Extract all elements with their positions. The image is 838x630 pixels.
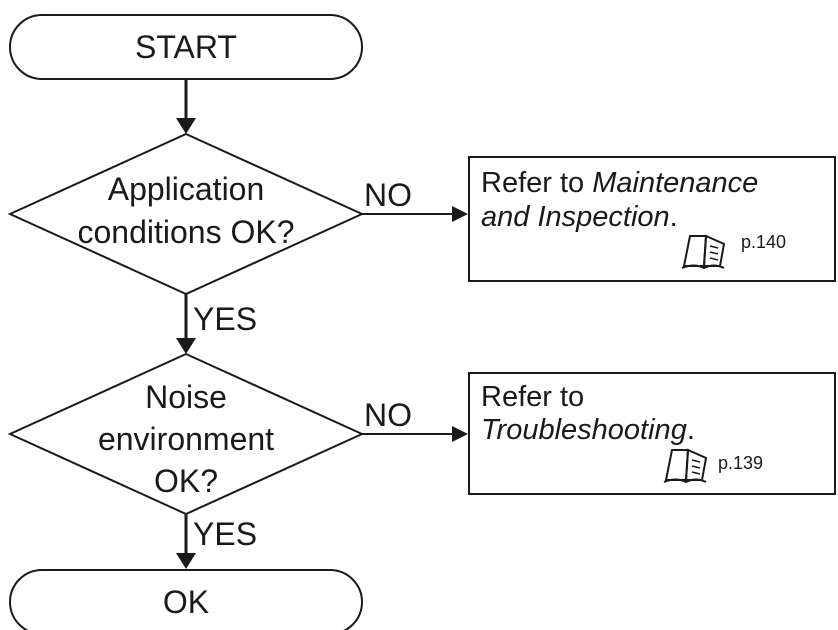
arrow-start-to-decision-1 [176, 79, 196, 134]
manual-book-icon [663, 448, 708, 484]
decision-application-conditions: Application conditions OK? [7, 132, 365, 296]
ref-1-prefix: Refer to [481, 167, 592, 199]
ref-1-line-1: Refer to Maintenance [481, 167, 758, 199]
decision-2-line-1: Noise [145, 379, 227, 415]
end-label: OK [163, 584, 209, 620]
manual-book-icon [681, 234, 726, 270]
no-label-1: NO [364, 177, 412, 213]
decision-1-line-1: Application [108, 171, 265, 207]
ref-1-line-2: and Inspection. [481, 201, 678, 233]
ref-1-italic-2: and Inspection [481, 201, 670, 233]
decision-2-line-3: OK? [154, 463, 218, 499]
ref-2-suffix: . [687, 414, 695, 446]
ref-2-page: p.139 [718, 453, 763, 473]
arrow-yes-to-decision-2: YES [176, 294, 257, 354]
reference-box-maintenance: Refer to Maintenance and Inspection. p.1… [468, 156, 836, 282]
ref-1-suffix: . [670, 201, 678, 233]
arrow-yes-to-end: YES [176, 514, 257, 569]
yes-label-1: YES [193, 301, 257, 337]
ref-1-page: p.140 [741, 232, 786, 252]
end-terminal: OK [9, 569, 363, 630]
arrow-no-to-ref-2: NO [362, 397, 468, 442]
decision-noise-environment: Noise environment OK? [7, 352, 365, 516]
ref-2-line-2: Troubleshooting. [481, 414, 695, 446]
yes-label-2: YES [193, 516, 257, 552]
start-terminal: START [9, 14, 363, 80]
start-label: START [135, 29, 237, 65]
ref-2-italic: Troubleshooting [481, 414, 687, 446]
decision-2-line-2: environment [98, 421, 274, 457]
decision-1-line-2: conditions OK? [77, 214, 294, 250]
reference-box-troubleshooting: Refer to Troubleshooting. p.139 [468, 372, 836, 495]
arrow-no-to-ref-1: NO [362, 177, 468, 222]
ref-2-line-1: Refer to [481, 381, 584, 413]
no-label-2: NO [364, 397, 412, 433]
ref-1-italic-1: Maintenance [592, 167, 758, 199]
